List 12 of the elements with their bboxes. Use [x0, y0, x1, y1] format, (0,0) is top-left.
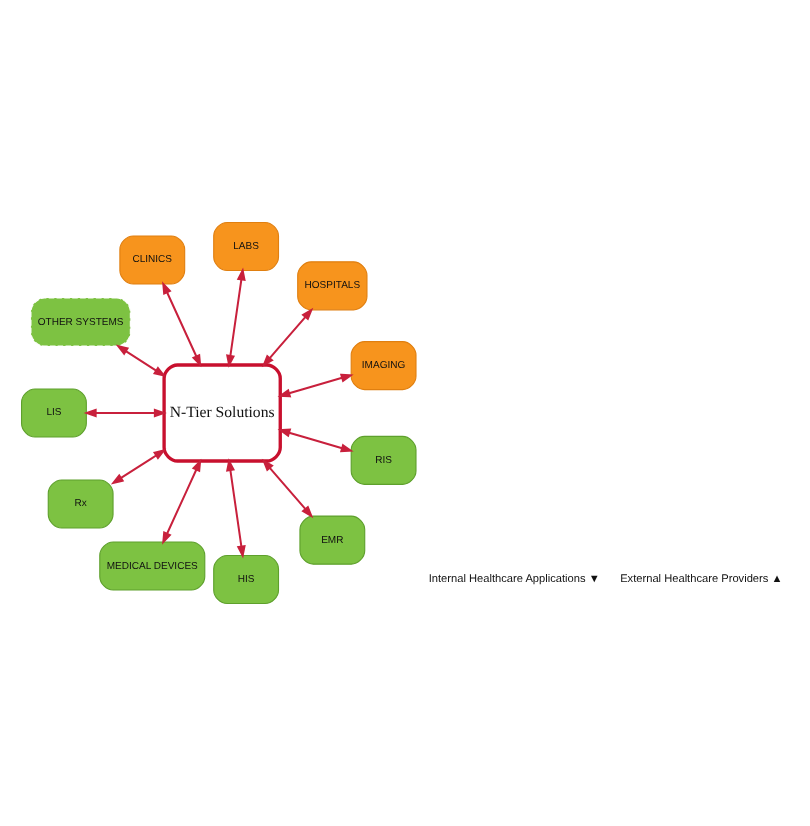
arrow [277, 428, 354, 453]
arrow [110, 448, 167, 485]
node-box: N-Tier Solutions [162, 363, 282, 463]
arrow [83, 408, 167, 418]
arrow [261, 307, 314, 368]
arrow [277, 373, 354, 398]
arrow [162, 281, 202, 368]
arrow [226, 267, 246, 368]
arrow [226, 458, 246, 559]
arrow [261, 458, 314, 519]
arrow [115, 344, 167, 378]
arrow [162, 458, 202, 545]
